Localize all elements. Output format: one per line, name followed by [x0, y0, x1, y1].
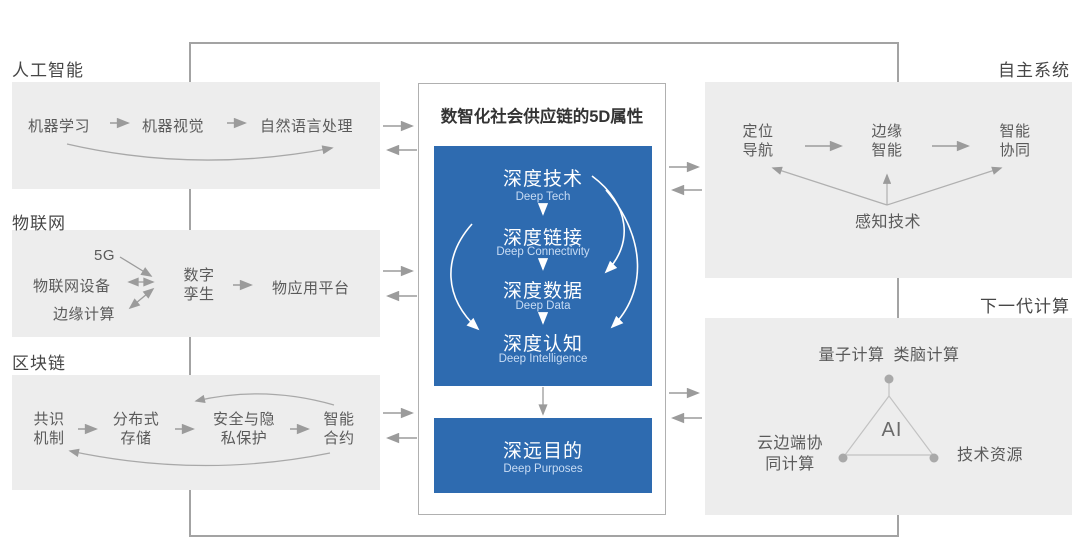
tech-resources-label: 技术资源 — [956, 447, 1024, 464]
collab-line2: 协同 — [999, 142, 1031, 159]
term-machine-learning: 机器学习 — [28, 118, 91, 135]
node-edge-intelligence: 边缘 智能 — [871, 122, 902, 160]
triangle-dot-right-icon — [929, 453, 939, 463]
positioning-line2: 导航 — [742, 142, 774, 159]
step-deep-tech-en: Deep Tech — [515, 191, 571, 203]
step-deep-intelligence-zh: 深度认知 — [502, 334, 583, 355]
arrow-double-diagonal-icon — [128, 287, 155, 310]
node-digital-twin: 数字 孪生 — [183, 266, 214, 304]
core-title: 数智化社会供应链的5D属性 — [440, 108, 644, 126]
quantum-computing-label: 量子计算 — [818, 347, 885, 364]
term-5g: 5G — [94, 247, 116, 264]
edge-intel-line1: 边缘 — [871, 123, 903, 140]
node-consensus: 共识 机制 — [33, 410, 64, 448]
node-intelligent-collab: 智能 协同 — [999, 122, 1030, 160]
term-nlp: 自然语言处理 — [260, 118, 354, 135]
arrow-diagonal-icon — [119, 256, 153, 277]
node-quantum-brain-computing: 量子计算 类脑计算 — [818, 346, 959, 365]
section-label-nextgen: 下一代计算 — [980, 297, 1070, 316]
feedback-curve-arrow-icon — [66, 143, 334, 161]
section-label-ai: 人工智能 — [12, 61, 84, 80]
purpose-zh: 深远目的 — [502, 441, 583, 462]
security-line1: 安全与隐 — [212, 411, 276, 428]
step-deep-connectivity-en: Deep Connectivity — [496, 246, 590, 258]
ai-label: AI — [881, 419, 903, 441]
step-deep-data-zh: 深度数据 — [502, 281, 583, 302]
step-deep-data-en: Deep Data — [515, 300, 571, 312]
consensus-line2: 机制 — [33, 430, 65, 447]
purpose-en: Deep Purposes — [503, 463, 583, 475]
node-cloud-edge-computing: 云边端协 同计算 — [757, 433, 823, 475]
iot-panel: 5G 物联网设备 边缘计算 数字 孪生 物应用平台 — [12, 230, 380, 337]
autonomous-panel-arrows — [771, 140, 1003, 206]
contract-line1: 智能 — [323, 411, 355, 428]
node-security-privacy: 安全与隐 私保护 — [213, 410, 275, 448]
node-distributed-storage: 分布式 存储 — [113, 410, 160, 448]
perception-link-left-icon — [771, 166, 888, 206]
positioning-line1: 定位 — [742, 123, 774, 140]
step-deep-connectivity-zh: 深度链接 — [502, 228, 583, 249]
brain-computing-label: 类脑计算 — [893, 347, 960, 364]
step-deep-tech-zh: 深度技术 — [502, 169, 583, 190]
feedback-curve-top-icon — [194, 393, 335, 406]
storage-line2: 存储 — [120, 430, 152, 447]
term-edge-computing: 边缘计算 — [53, 306, 116, 323]
section-label-iot: 物联网 — [12, 214, 66, 233]
cloud-edge-line1: 云边端协 — [756, 435, 824, 452]
node-perception-tech: 感知技术 — [855, 213, 921, 232]
node-smart-contract: 智能 合约 — [323, 410, 354, 448]
deep-purposes-box: 深远目的 Deep Purposes — [434, 418, 652, 493]
section-label-blockchain: 区块链 — [12, 354, 66, 373]
ai-panel: 机器学习 机器视觉 自然语言处理 — [12, 82, 380, 189]
digital-twin-line1: 数字 — [183, 267, 215, 284]
node-positioning-nav: 定位 导航 — [742, 122, 773, 160]
term-iot-platform: 物应用平台 — [272, 280, 350, 297]
triangle-dot-left-icon — [838, 453, 848, 463]
nextgen-panel: 量子计算 类脑计算 AI 云边端协 同计算 技术资源 — [705, 318, 1072, 515]
perception-link-right-icon — [886, 166, 1003, 206]
triangle-dot-top-icon — [884, 374, 894, 384]
edge-intel-line2: 智能 — [871, 142, 903, 159]
cloud-edge-line2: 同计算 — [765, 456, 815, 473]
step-deep-intelligence-en: Deep Intelligence — [498, 353, 588, 365]
node-tech-resources: 技术资源 — [957, 446, 1023, 465]
contract-line2: 合约 — [323, 430, 355, 447]
collab-line1: 智能 — [999, 123, 1031, 140]
term-machine-vision: 机器视觉 — [142, 118, 205, 135]
autonomous-panel: 定位 导航 边缘 智能 智能 协同 感知技术 — [705, 82, 1072, 278]
section-label-autonomous: 自主系统 — [998, 61, 1070, 80]
center-core-box: 数智化社会供应链的5D属性 深度技术 Deep Tech 深度链接 Deep C… — [418, 83, 666, 515]
term-iot-devices: 物联网设备 — [33, 278, 111, 295]
digital-twin-line2: 孪生 — [183, 286, 215, 303]
security-line2: 私保护 — [220, 430, 268, 447]
deep-steps-box: 深度技术 Deep Tech 深度链接 Deep Connectivity 深度… — [434, 146, 652, 386]
blockchain-panel: 共识 机制 分布式 存储 安全与隐 私保护 智能 合约 — [12, 375, 380, 490]
consensus-line1: 共识 — [33, 411, 65, 428]
perception-tech-label: 感知技术 — [854, 214, 922, 231]
storage-line1: 分布式 — [112, 411, 160, 428]
feedback-curve-bottom-icon — [68, 448, 331, 467]
